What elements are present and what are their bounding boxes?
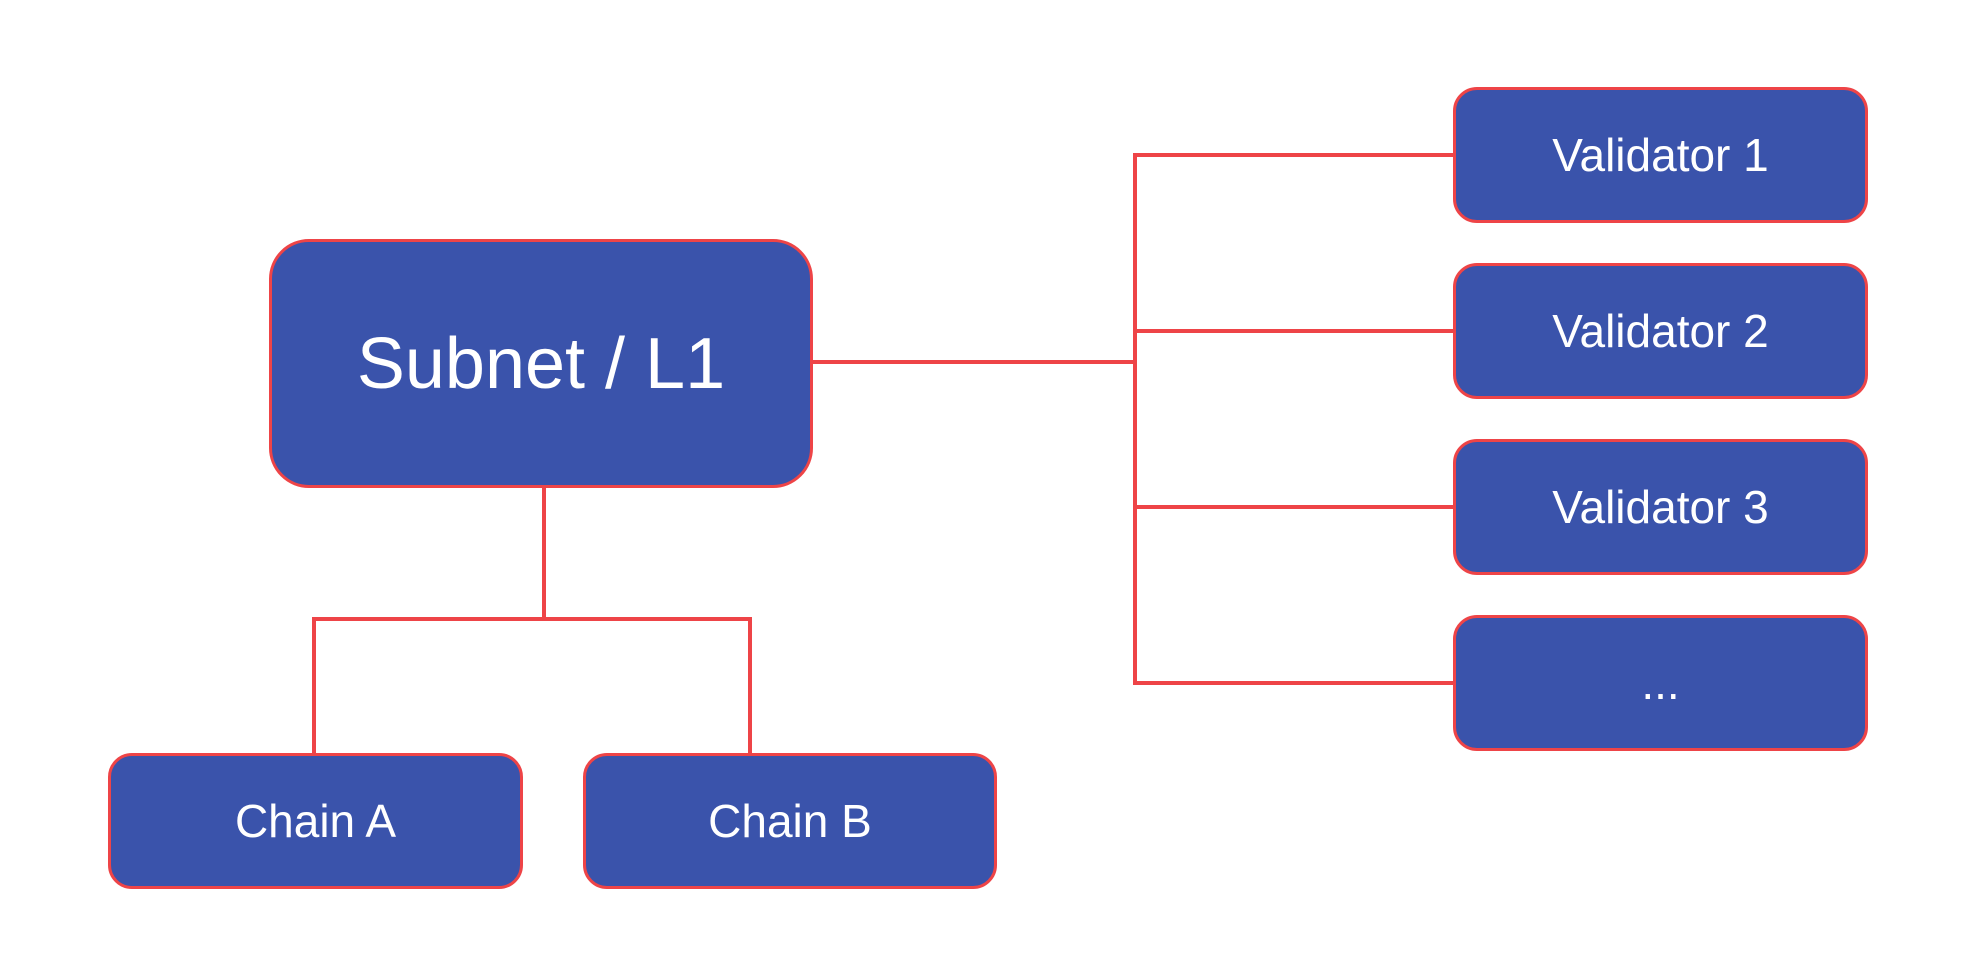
connector-validator-trunk (1133, 153, 1137, 685)
connector-branch-validator-3 (1133, 505, 1453, 509)
connector-drop-chain-b (748, 617, 752, 753)
node-validator-2: Validator 2 (1453, 263, 1868, 399)
node-validator-more-label: ... (1641, 657, 1680, 709)
connector-chain-split-bar (312, 617, 752, 621)
connector-branch-validator-1 (1133, 153, 1453, 157)
node-validator-3: Validator 3 (1453, 439, 1868, 575)
node-validator-1: Validator 1 (1453, 87, 1868, 223)
node-validator-more: ... (1453, 615, 1868, 751)
node-validator-2-label: Validator 2 (1552, 305, 1769, 357)
connector-drop-chain-a (312, 617, 316, 753)
node-subnet-l1-label: Subnet / L1 (356, 323, 726, 404)
connector-subnet-to-chains (542, 488, 546, 621)
connector-branch-validator-2 (1133, 329, 1453, 333)
node-chain-a: Chain A (108, 753, 523, 889)
node-chain-b-label: Chain B (708, 795, 872, 847)
node-chain-b: Chain B (583, 753, 997, 889)
connector-subnet-to-trunk (813, 360, 1135, 364)
node-validator-3-label: Validator 3 (1552, 481, 1769, 533)
node-subnet-l1: Subnet / L1 (269, 239, 813, 488)
node-chain-a-label: Chain A (234, 795, 397, 847)
connector-branch-validator-more (1133, 681, 1453, 685)
node-validator-1-label: Validator 1 (1552, 129, 1769, 181)
